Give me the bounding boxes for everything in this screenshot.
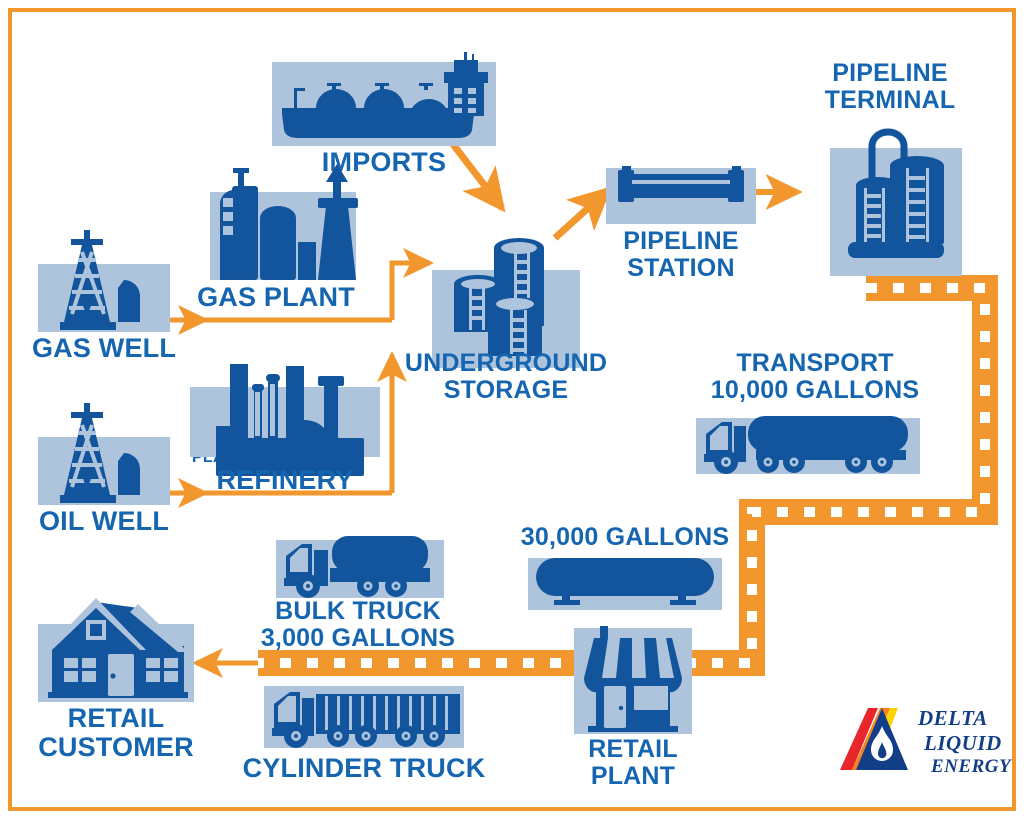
- oil-well-label: OIL WELL: [38, 506, 170, 536]
- node-oil-well[interactable]: OIL WELL: [38, 385, 170, 536]
- cylinder-delivery-truck-icon: [272, 692, 460, 748]
- imports-label: IMPORTS: [321, 147, 447, 177]
- node-bulk-truck[interactable]: BULK TRUCK 3,000 GALLONS: [261, 520, 455, 652]
- node-retail-plant[interactable]: RETAIL PLANT: [574, 618, 694, 790]
- node-refinery[interactable]: REFINERY: [190, 340, 380, 495]
- derrick-icon: [60, 230, 140, 330]
- gas-processing-plant-icon: [220, 164, 358, 280]
- flow-oil-well-to-trunk: [170, 351, 408, 509]
- node-cylinder-truck[interactable]: CYLINDER TRUCK: [243, 678, 485, 788]
- bulk-tank-truck-icon: [284, 536, 430, 598]
- gas-plant-caption: GAS PLANT: [197, 282, 355, 312]
- storefront-icon: [584, 626, 682, 732]
- gas-well-label: GAS WELL: [31, 333, 177, 363]
- tanker-semi-truck-icon: [704, 416, 908, 474]
- lng-tanker-ship-icon: [282, 52, 488, 138]
- node-imports[interactable]: IMPORTS: [272, 52, 496, 177]
- pipeline-terminal-label: PIPELINE TERMINAL: [824, 59, 956, 114]
- node-gas-plant[interactable]: GAS PLANT: [192, 160, 358, 466]
- flow-underground-storage-to-pipeline-station: [552, 186, 613, 241]
- node-gas-well[interactable]: GAS WELL: [32, 212, 176, 363]
- transport-label: TRANSPORT 10,000 GALLONS: [710, 349, 920, 404]
- logo-line-2: LIQUID: [924, 731, 1002, 755]
- retail-plant-label: RETAIL PLANT: [588, 735, 678, 790]
- derrick-icon: [60, 403, 140, 503]
- node-transport[interactable]: TRANSPORT 10,000 GALLONS: [690, 350, 940, 490]
- flow-trunk-to-underground-storage: [389, 248, 434, 320]
- storage-tank-30k-label: 30,000 GALLONS: [520, 523, 730, 551]
- underground-storage-label: UNDERGROUND STORAGE: [404, 349, 608, 404]
- pipeline-station-label: PIPELINE STATION: [623, 227, 739, 282]
- logo-line-3: ENERGY: [931, 756, 1012, 777]
- pipeline-valve-icon: [618, 166, 744, 202]
- delta-liquid-energy-logo[interactable]: DELTA LIQUID ENERGY: [838, 700, 1012, 780]
- horizontal-propane-tank-icon: [536, 558, 714, 605]
- node-storage-tank-30k[interactable]: 30,000 GALLONS: [520, 524, 730, 614]
- node-pipeline-terminal[interactable]: PIPELINE TERMINAL: [800, 60, 980, 276]
- flow-imports-to-underground-storage: [449, 140, 506, 213]
- cylindrical-tanks-icon: [454, 238, 544, 356]
- bulk-truck-label: BULK TRUCK 3,000 GALLONS: [260, 597, 456, 652]
- storage-tanks-icon: [848, 128, 944, 258]
- retail-customer-label: RETAIL CUSTOMER: [38, 703, 194, 763]
- logo-line-1: DELTA: [918, 706, 988, 730]
- delta-flame-mark-icon: [840, 708, 908, 770]
- node-underground-storage[interactable]: UNDERGROUND STORAGE: [405, 222, 607, 404]
- node-retail-customer[interactable]: RETAIL CUSTOMER: [38, 592, 194, 762]
- house-icon: [46, 598, 188, 698]
- refinery-label: REFINERY: [216, 465, 354, 495]
- refinery-icon: [216, 364, 364, 476]
- cylinder-truck-label: CYLINDER TRUCK: [242, 753, 486, 783]
- node-pipeline-station[interactable]: PIPELINE STATION: [606, 160, 756, 282]
